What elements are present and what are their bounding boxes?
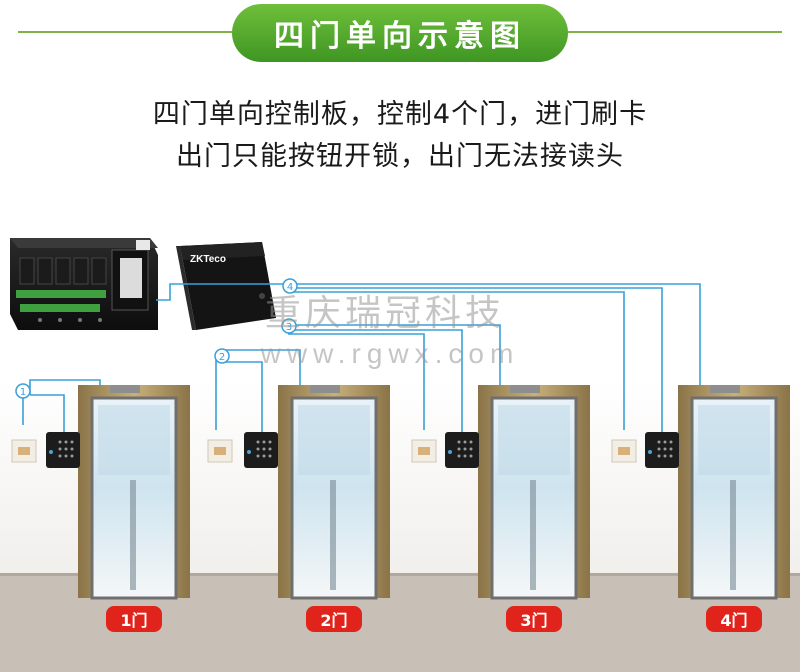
exit-button-3 bbox=[411, 439, 437, 463]
wire-badge-1-text: 1 bbox=[20, 387, 26, 398]
wire-badge-1: 1 bbox=[15, 383, 31, 399]
door-label-3: 3门 bbox=[506, 606, 562, 632]
door-2-lock bbox=[310, 385, 340, 393]
door-label-2: 2门 bbox=[306, 606, 362, 632]
title-rule-left bbox=[18, 31, 232, 33]
title-rule-right bbox=[568, 31, 782, 33]
door-4 bbox=[678, 385, 790, 600]
card-reader-2 bbox=[244, 432, 278, 468]
floor-edge bbox=[0, 573, 800, 576]
watermark-url: www.rgwx.com bbox=[260, 338, 520, 369]
wire-badge-4: 4 bbox=[282, 278, 298, 294]
door-label-1: 1门 bbox=[106, 606, 162, 632]
controller-board bbox=[10, 238, 158, 330]
door-3-lock bbox=[510, 385, 540, 393]
wire-badge-4-text: 4 bbox=[287, 282, 293, 293]
card-reader-4 bbox=[645, 432, 679, 468]
door-2 bbox=[278, 385, 390, 600]
watermark-company: 重庆瑞冠科技 bbox=[264, 293, 505, 334]
wire-badge-3: 3 bbox=[281, 318, 297, 334]
door-4-lock bbox=[710, 385, 740, 393]
wire-badge-3-text: 3 bbox=[286, 322, 292, 333]
exit-button-2 bbox=[207, 439, 233, 463]
door-1-lock bbox=[110, 385, 140, 393]
enclosure-brand: ZKTeco bbox=[190, 254, 226, 265]
controller-enclosure: ZKTeco bbox=[176, 242, 276, 330]
wire-4-reader bbox=[296, 287, 663, 432]
wiring bbox=[22, 283, 701, 432]
wire-badge-2-text: 2 bbox=[219, 352, 225, 363]
wire-4-button bbox=[290, 291, 625, 430]
wire-3-top bbox=[288, 324, 501, 392]
wire-4-top bbox=[290, 283, 701, 392]
exit-button-4 bbox=[611, 439, 637, 463]
wire-3-button bbox=[288, 333, 425, 430]
diagram-title: 四门单向示意图 bbox=[232, 4, 568, 62]
description-line-2: 出门只能按钮开锁，出门无法接读头 bbox=[176, 141, 624, 172]
card-reader-1 bbox=[46, 432, 80, 468]
description-line-1: 四门单向控制板，控制4个门，进门刷卡 bbox=[152, 99, 648, 130]
wire-badge-2: 2 bbox=[214, 348, 230, 364]
door-3 bbox=[478, 385, 590, 600]
door-1 bbox=[78, 385, 190, 600]
card-reader-3 bbox=[445, 432, 479, 468]
wire-1-reader bbox=[30, 394, 65, 432]
door-label-4: 4门 bbox=[706, 606, 762, 632]
wire-3-reader bbox=[294, 329, 463, 432]
exit-button-1 bbox=[11, 439, 37, 463]
wire-2-reader bbox=[224, 361, 263, 432]
